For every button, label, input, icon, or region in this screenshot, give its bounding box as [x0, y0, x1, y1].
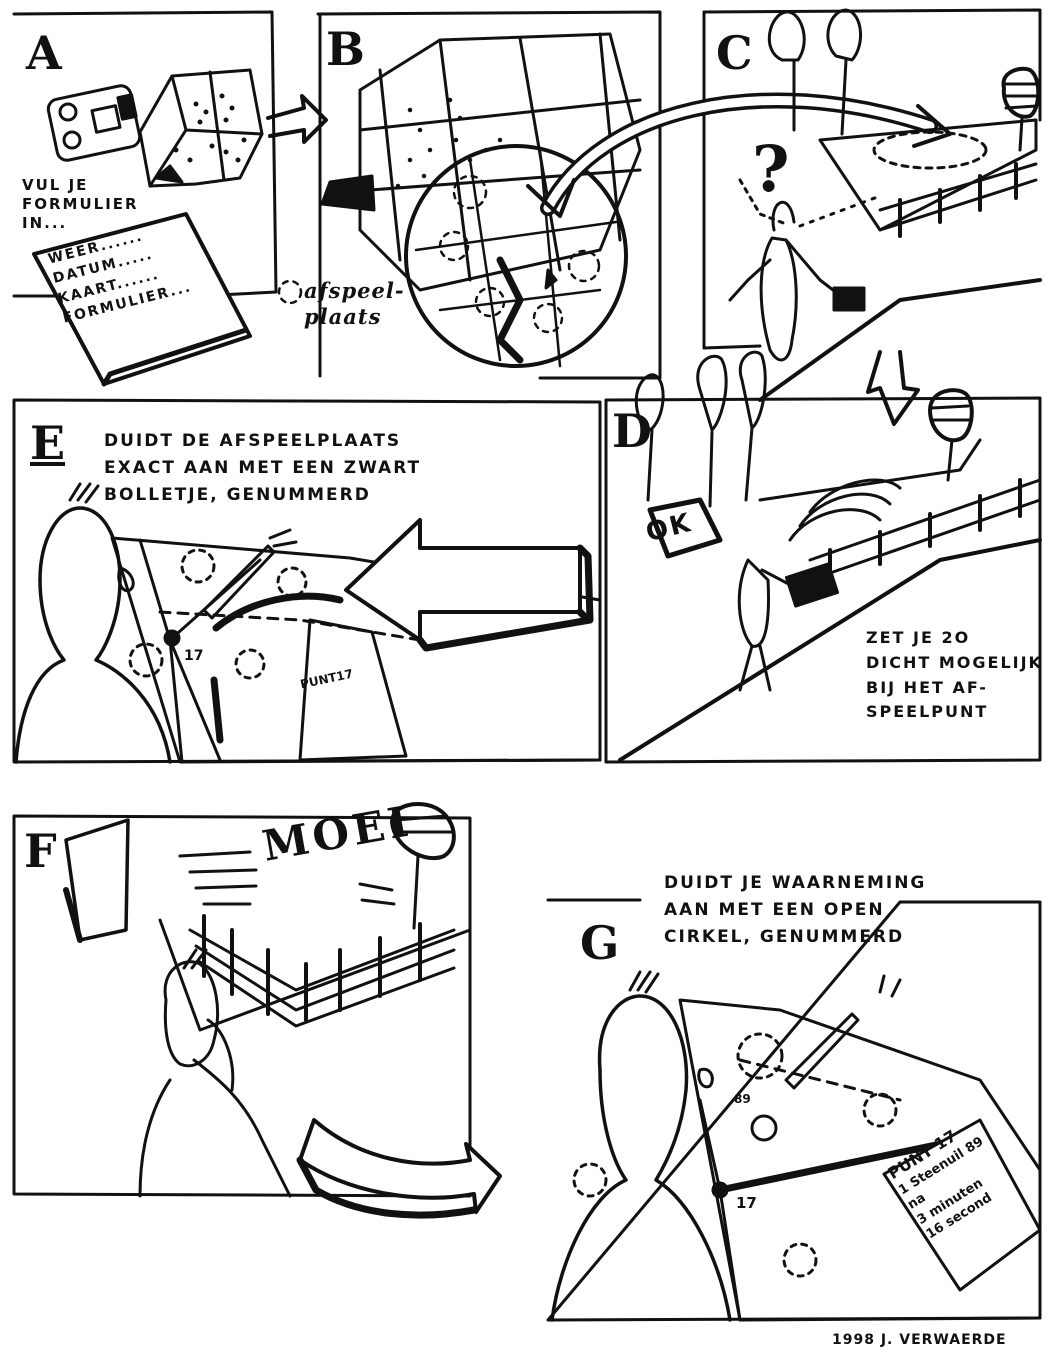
panel-d-instruction: ZET JE 2O DICHT MOGELIJK BIJ HET AF- SPE… — [866, 626, 1043, 725]
panel-b-legend: afspeel- plaats — [304, 278, 405, 331]
panel-g-letter: G — [580, 916, 620, 970]
legend-line: afspeel- — [304, 278, 405, 303]
panel-d-letter: D — [612, 404, 652, 458]
panel-c-art — [728, 8, 1042, 426]
panel-g-instruction-line: AAN MET EEN OPEN — [664, 900, 885, 921]
panel-d-instruction-line: SPEELPUNT — [866, 702, 989, 722]
panel-g-instruction: DUIDT JE WAARNEMING AAN MET EEN OPEN CIR… — [664, 870, 926, 952]
panel-g-instruction-line: CIRKEL, GENUMMERD — [664, 927, 905, 948]
panel-b-letter: B — [326, 22, 365, 76]
question-mark: ? — [752, 132, 792, 207]
panel-e-instruction-line: BOLLETJE, GENUMMERD — [104, 485, 371, 506]
panel-d-instruction-line: ZET JE 2O — [866, 628, 971, 647]
panel-g-instruction-line: DUIDT JE WAARNEMING — [664, 873, 927, 893]
artist-credit: 1998 J. VERWAERDE — [832, 1332, 1007, 1348]
legend-line: plaats — [304, 304, 382, 330]
panel-a-instruction-line: FORMULIER — [22, 194, 139, 213]
panel-e-instruction-line: EXACT AAN MET EEN ZWART — [104, 458, 422, 479]
panel-d-instruction-line: BIJ HET AF- — [866, 677, 988, 697]
panel-e-art — [14, 482, 602, 764]
panel-e-instruction-line: DUIDT DE AFSPEELPLAATS — [104, 431, 402, 451]
panel-b-art — [277, 32, 642, 368]
panel-g-map-number: 17 — [736, 1194, 757, 1212]
panel-g-art — [550, 970, 1042, 1322]
panel-c-letter: C — [716, 26, 753, 80]
panel-a-instruction: VUL JE FORMULIER IN... — [22, 176, 139, 232]
panel-e-map-number: 17 — [184, 648, 204, 664]
panel-a-art — [32, 68, 328, 387]
panel-f-letter: F — [24, 824, 57, 878]
panel-g-circle-number: 89 — [734, 1092, 751, 1106]
panel-d-instruction-line: DICHT MOGELIJK — [866, 652, 1043, 672]
panel-a-letter: A — [26, 26, 62, 80]
panel-d-art — [618, 350, 1042, 762]
panel-a-instruction-line: VUL JE — [22, 176, 89, 194]
panel-f-art — [63, 802, 502, 1219]
panel-a-instruction-line: IN... — [22, 213, 68, 232]
panel-e-instruction: DUIDT DE AFSPEELPLAATS EXACT AAN MET EEN… — [104, 428, 421, 510]
panel-e-letter: E — [30, 416, 66, 470]
